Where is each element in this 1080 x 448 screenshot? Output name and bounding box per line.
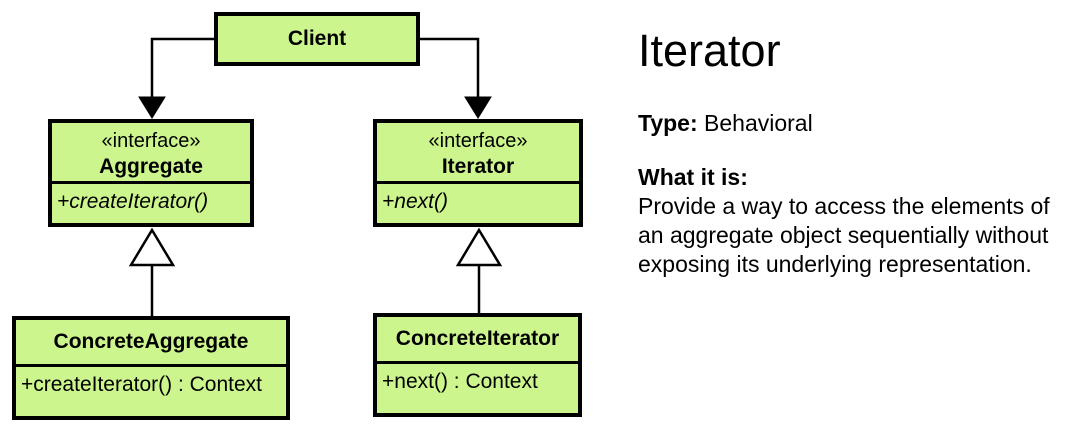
pattern-type-label: Type: [638, 110, 698, 136]
pattern-what-block: What it is: Provide a way to access the … [638, 163, 1062, 279]
uml-connector-lines [128, 37, 503, 316]
iterator-class-name: Iterator [441, 155, 515, 178]
concrete-aggregate-method: +createIterator() : Context [16, 364, 286, 416]
dependency-arrowhead-iterator-icon [464, 96, 492, 119]
concrete-iterator-title-compartment: ConcreteIterator [377, 317, 578, 361]
iterator-title-compartment: «interface» Iterator [377, 123, 579, 181]
concrete-iterator-class-name: ConcreteIterator [395, 327, 560, 350]
uml-class-diagram: Client «interface» Aggregate +createIter… [12, 12, 583, 420]
pattern-what-label: What it is: [638, 164, 748, 190]
concrete-aggregate-title-compartment: ConcreteAggregate [16, 320, 286, 364]
dependency-line-client-to-aggregate [150, 37, 214, 100]
aggregate-stereotype: «interface» [101, 130, 201, 152]
class-box-iterator: «interface» Iterator +next() [373, 119, 583, 227]
dependency-arrowhead-aggregate-icon [138, 96, 166, 119]
class-box-aggregate: «interface» Aggregate +createIterator() [48, 119, 254, 227]
realization-triangle-aggregate-icon [128, 227, 176, 267]
realization-triangle-iterator-icon [455, 227, 503, 267]
class-box-client: Client [214, 12, 420, 66]
iterator-method: +next() [377, 181, 579, 223]
concrete-aggregate-class-name: ConcreteAggregate [53, 330, 249, 353]
iterator-stereotype: «interface» [428, 130, 528, 152]
aggregate-title-compartment: «interface» Aggregate [52, 123, 250, 181]
aggregate-method: +createIterator() [52, 181, 250, 223]
pattern-type-line: Type: Behavioral [638, 109, 813, 137]
pattern-title: Iterator [638, 25, 781, 76]
class-box-concrete-aggregate: ConcreteAggregate +createIterator() : Co… [12, 316, 290, 420]
class-box-concrete-iterator: ConcreteIterator +next() : Context [373, 313, 582, 417]
pattern-description: Provide a way to access the elements of … [638, 193, 1050, 277]
pattern-type-value: Behavioral [704, 110, 813, 136]
dependency-line-client-to-iterator [420, 37, 480, 100]
concrete-iterator-method: +next() : Context [377, 361, 578, 413]
client-class-name: Client [287, 27, 347, 50]
aggregate-class-name: Aggregate [99, 155, 203, 178]
pattern-info-panel: Iterator Type: Behavioral What it is: Pr… [638, 0, 1068, 448]
